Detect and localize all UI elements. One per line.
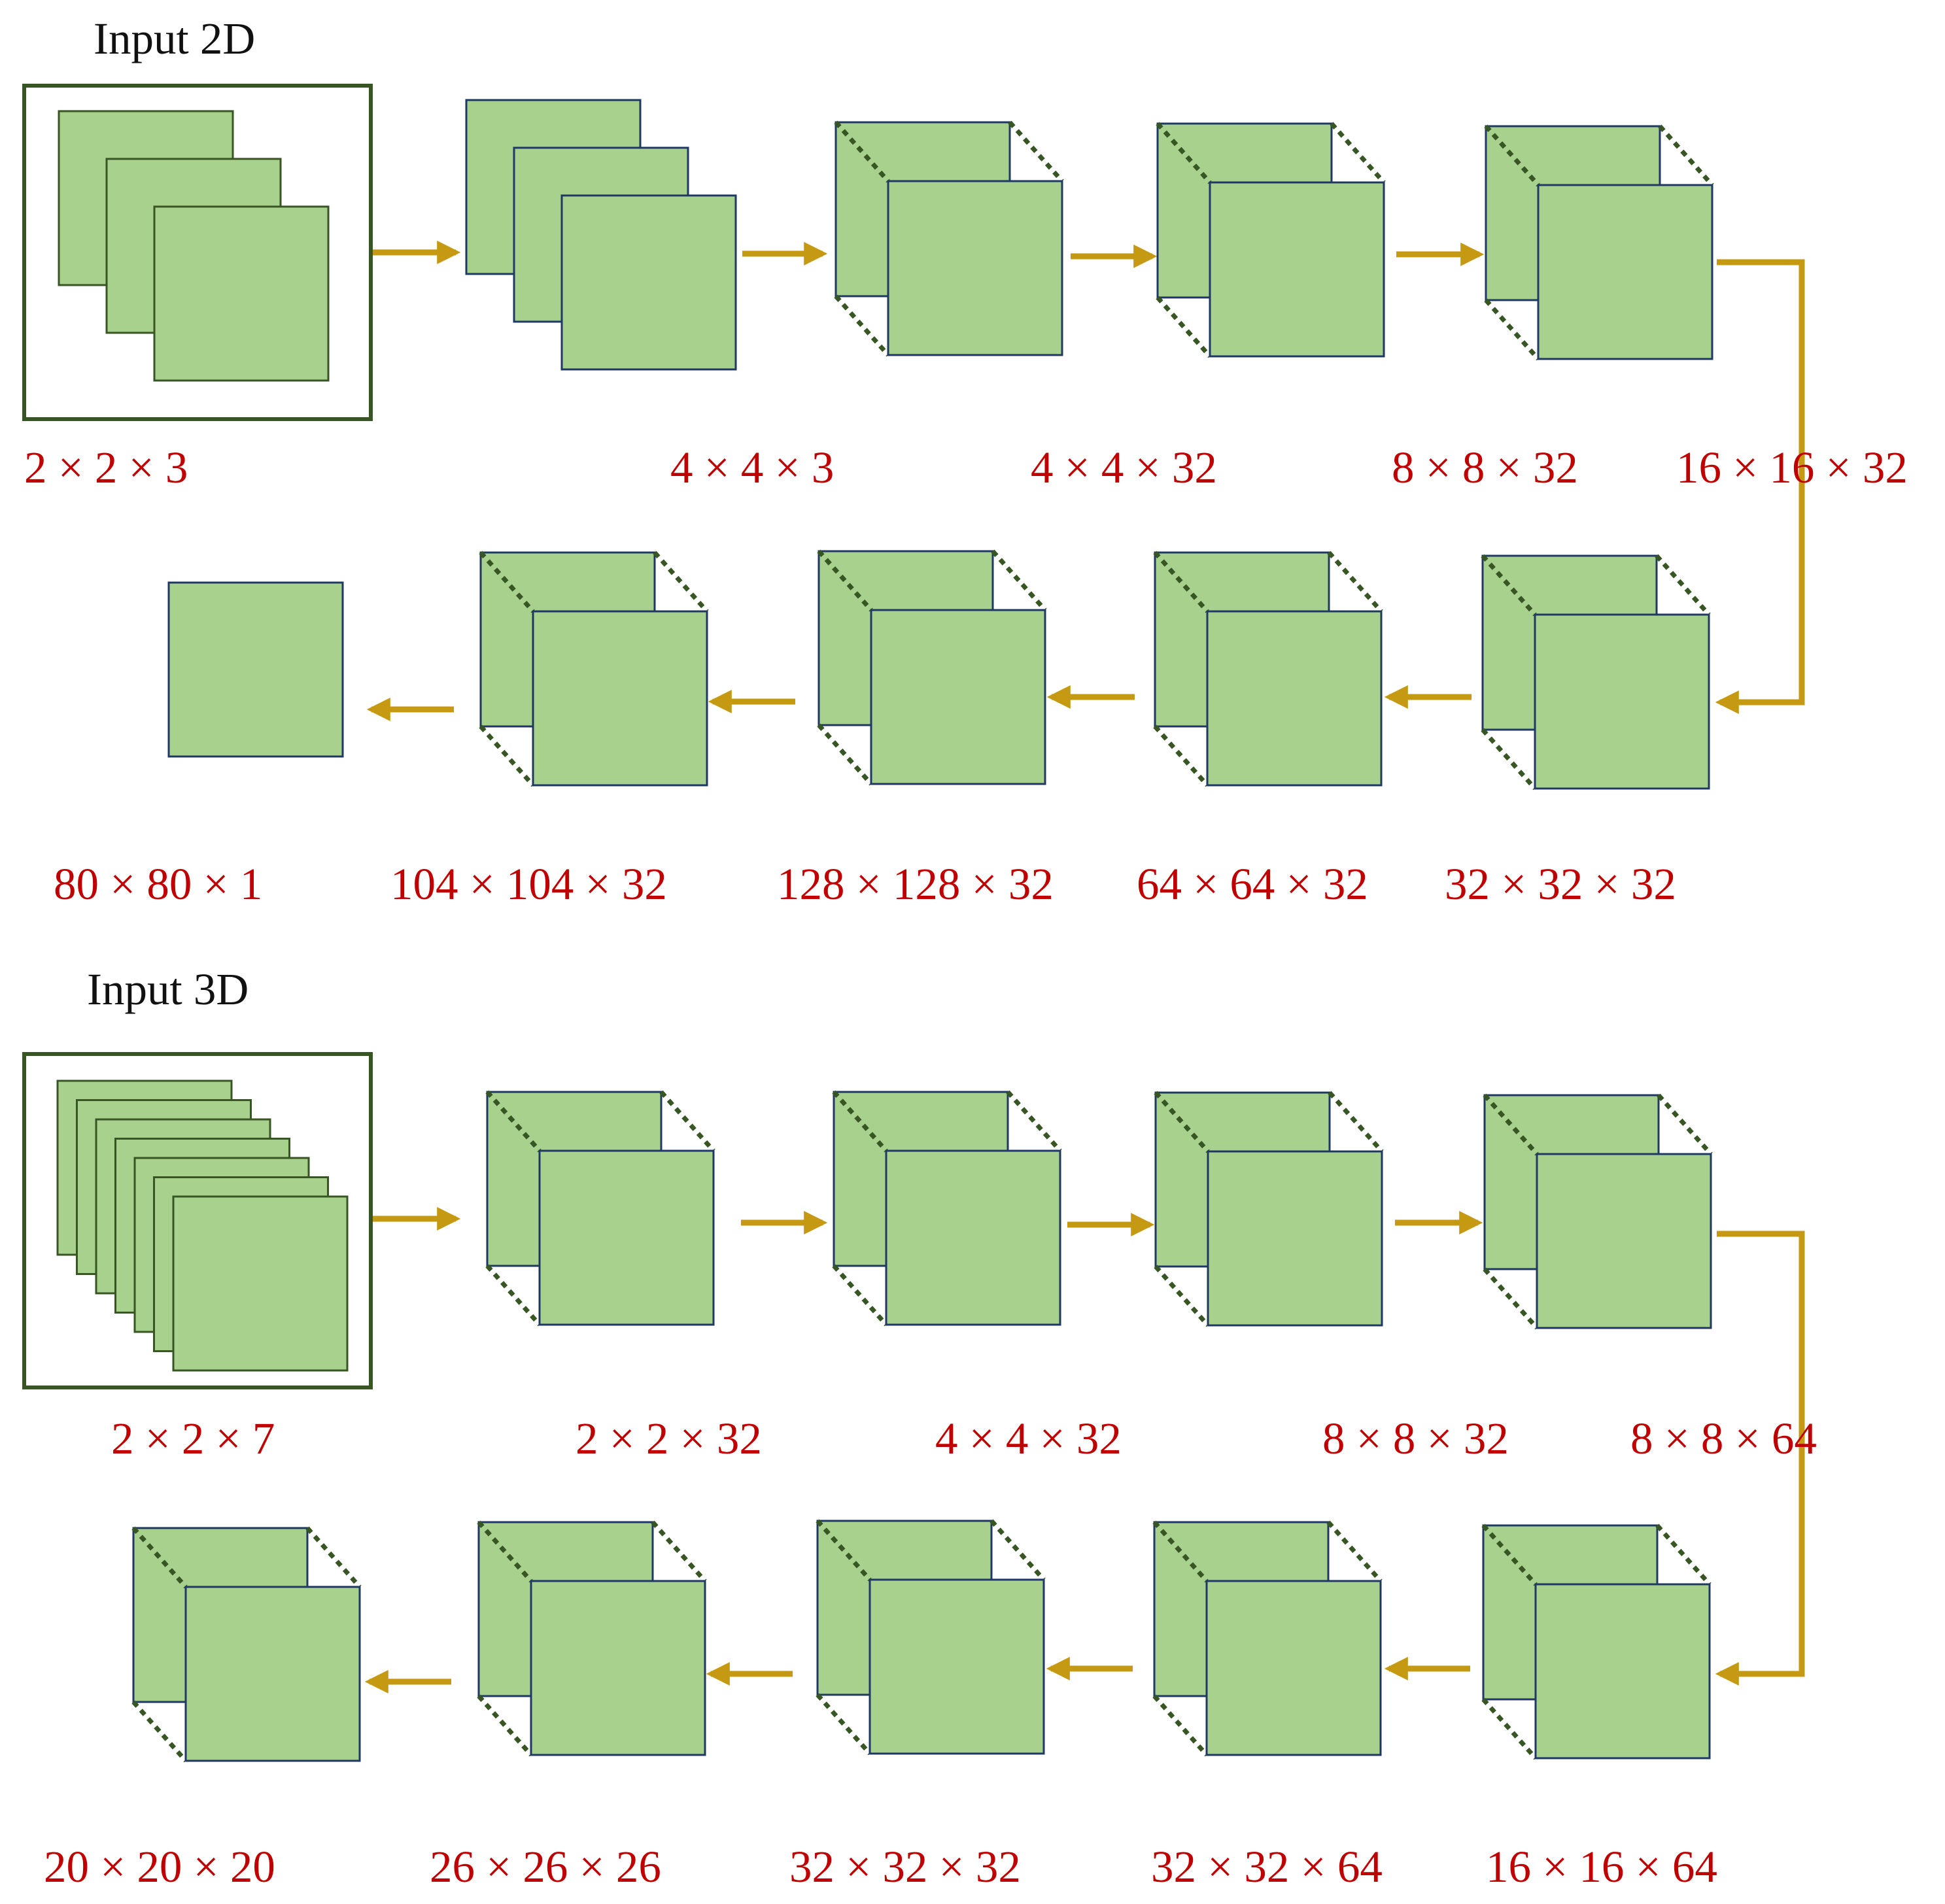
dim-label-3d-enc-1: 2 × 2 × 32 [576,1414,762,1463]
output-2d-map [167,581,344,758]
block-2d-enc-4-depth-edge [1484,124,1540,187]
block-3d-dec-3-depth-edge [1326,1520,1383,1583]
block-3d-dec-1-depth-edge [651,1520,707,1583]
block-2d-enc-1-map [560,194,737,371]
block-3d-dec-4-front-map [1534,1583,1711,1760]
dim-label-3d-dec-4: 16 × 16 × 64 [1486,1842,1717,1892]
block-2d-enc-3-depth-edge [1156,296,1212,358]
dim-label-2d-enc-3: 8 × 8 × 32 [1392,443,1578,492]
block-2d-enc-3-depth-edge [1330,122,1386,184]
block-3d-dec-2-depth-edge [816,1693,872,1756]
block-3d-enc-2-depth-edge [1006,1090,1062,1153]
block-2d-dec-2-depth-edge [817,723,873,786]
block-3d-enc-2-depth-edge [832,1264,888,1327]
dim-label-2d-dec-4: 32 × 32 × 32 [1445,859,1676,909]
block-2d-enc-3-front-map [1209,181,1385,358]
block-3d-enc-1-depth-edge [485,1264,542,1327]
dim-label-3d-dec-0: 20 × 20 × 20 [44,1842,275,1892]
dim-label-3d-dec-1: 26 × 26 × 26 [430,1842,661,1892]
block-2d-enc-4-front-map [1537,184,1713,360]
block-2d-enc-2-depth-edge [1008,120,1064,183]
block-3d-enc-4-depth-edge [1657,1093,1713,1156]
block-3d-enc-4-front-map [1536,1153,1712,1329]
block-2d-enc-4-depth-edge [1484,298,1540,361]
block-3d-dec-1-depth-edge [477,1520,533,1583]
block-2d-enc-2-depth-edge [834,294,890,357]
block-2d-dec-1-front-map [532,610,708,787]
block-3d-dec-4-depth-edge [1481,1523,1538,1586]
input-2d-frame [22,84,373,421]
input-2d-sheet-map [153,205,330,382]
dim-label-2d-dec-3: 64 × 64 × 32 [1137,859,1368,909]
block-3d-enc-1-depth-edge [659,1090,715,1153]
block-2d-dec-2-front-map [870,609,1046,785]
arrow-3d-bottleneck [1715,1231,1805,1686]
block-2d-dec-4-depth-edge [1481,728,1537,790]
block-3d-enc-4-depth-edge [1483,1267,1539,1330]
output-3d-block-depth-edge [131,1700,188,1763]
output-3d-block-depth-edge [131,1526,188,1589]
arrow-2d-bottleneck [1715,259,1805,714]
block-3d-dec-1-depth-edge [477,1694,533,1757]
block-2d-dec-1-depth-edge [479,724,535,787]
input-2d-title: Input 2D [94,14,255,63]
block-3d-enc-3-depth-edge [1154,1265,1210,1327]
block-2d-enc-3-depth-edge [1156,122,1212,184]
diagram-shapes [22,84,1805,1763]
block-2d-dec-2-depth-edge [991,549,1047,612]
dim-label-2d-dec-0: 80 × 80 × 1 [54,859,262,909]
dim-label-2d-enc-0: 2 × 2 × 3 [24,443,188,492]
block-3d-dec-3-front-map [1205,1580,1382,1756]
dim-label-3d-enc-2: 4 × 4 × 32 [935,1414,1122,1463]
block-3d-enc-2-front-map [885,1149,1061,1326]
block-2d-dec-3-depth-edge [1153,551,1209,613]
block-2d-enc-2-depth-edge [834,120,890,183]
block-3d-dec-2-front-map [869,1578,1045,1755]
dim-label-2d-enc-4: 16 × 16 × 32 [1676,443,1908,492]
block-3d-enc-1-front-map [538,1149,715,1326]
block-2d-dec-3-depth-edge [1153,724,1209,787]
dim-label-3d-dec-3: 32 × 32 × 64 [1151,1842,1383,1892]
block-3d-enc-3-front-map [1207,1150,1383,1327]
dim-label-3d-dec-2: 32 × 32 × 32 [789,1842,1021,1892]
dim-label-2d-dec-1: 104 × 104 × 32 [390,859,667,909]
dim-label-2d-enc-2: 4 × 4 × 32 [1031,443,1217,492]
output-3d-block-depth-edge [305,1526,362,1589]
block-3d-dec-2-depth-edge [816,1519,872,1582]
block-3d-dec-2-depth-edge [990,1519,1046,1582]
block-3d-dec-3-depth-edge [1152,1694,1209,1757]
block-3d-enc-3-depth-edge [1328,1091,1384,1153]
input-3d-frame [22,1052,373,1389]
block-2d-dec-1-depth-edge [479,551,535,613]
dim-label-3d-enc-0: 2 × 2 × 7 [111,1414,275,1463]
block-2d-dec-4-depth-edge [1655,554,1711,617]
block-2d-enc-4-depth-edge [1658,124,1714,187]
diagram-labels: Input 2D Input 3D 2 × 2 × 3 4 × 4 × 3 4 … [24,14,1908,1892]
block-3d-dec-1-front-map [530,1580,706,1756]
block-3d-dec-3-depth-edge [1152,1520,1209,1583]
block-2d-dec-3-front-map [1206,610,1383,787]
block-3d-dec-4-depth-edge [1481,1697,1538,1760]
dim-label-3d-enc-4: 8 × 8 × 64 [1630,1414,1817,1463]
block-3d-enc-2-depth-edge [832,1090,888,1153]
dim-label-2d-dec-2: 128 × 128 × 32 [777,859,1054,909]
block-2d-dec-4-depth-edge [1481,554,1537,617]
dim-label-2d-enc-1: 4 × 4 × 3 [670,443,834,492]
block-3d-enc-1-depth-edge [485,1090,542,1153]
block-2d-dec-1-depth-edge [653,551,709,613]
input-3d-sheet-map [172,1195,349,1372]
block-3d-enc-3-depth-edge [1154,1091,1210,1153]
block-2d-dec-2-depth-edge [817,549,873,612]
dim-label-3d-enc-3: 8 × 8 × 32 [1322,1414,1509,1463]
output-3d-block-front-map [184,1586,361,1762]
block-3d-enc-4-depth-edge [1483,1093,1539,1156]
block-2d-enc-2-front-map [887,180,1063,356]
input-3d-title: Input 3D [87,964,249,1014]
block-2d-dec-3-depth-edge [1327,551,1383,613]
block-2d-dec-4-front-map [1534,613,1710,790]
block-3d-dec-4-depth-edge [1655,1523,1712,1586]
